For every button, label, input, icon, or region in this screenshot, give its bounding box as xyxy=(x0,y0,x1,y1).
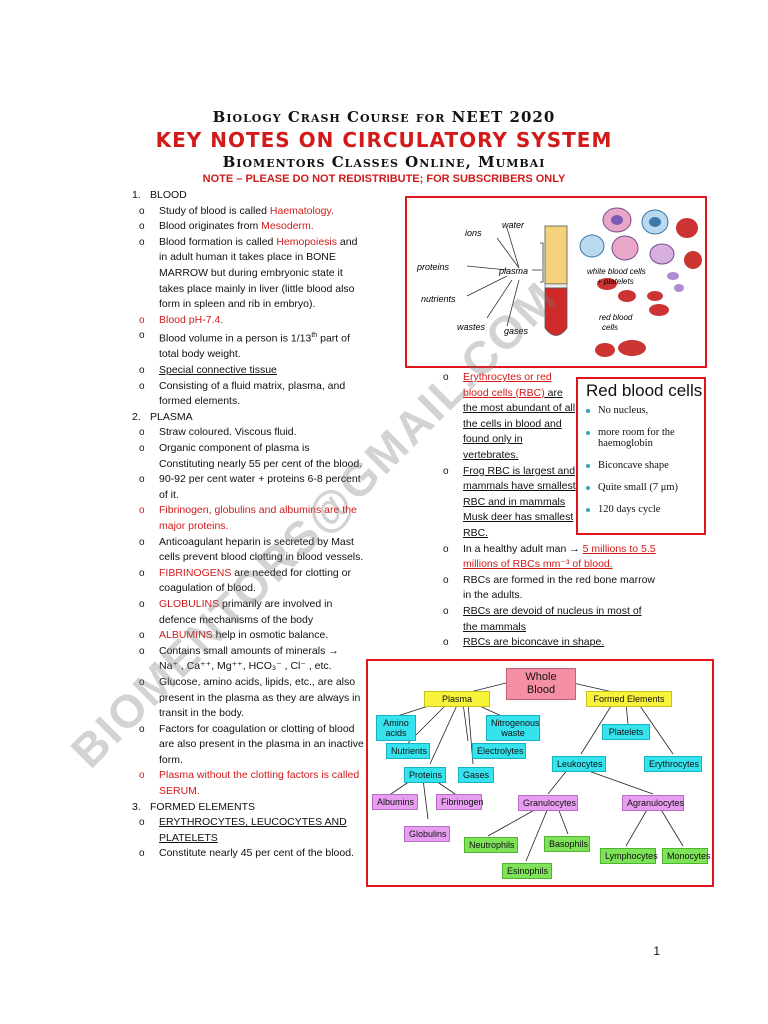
list-item: Biconcave shape xyxy=(584,460,704,471)
list-item: Straw coloured. Viscous fluid. xyxy=(132,425,364,441)
rbc-label-2: cells xyxy=(602,323,618,332)
node-esinophils: Esinophils xyxy=(502,863,552,879)
node-nutrients: Nutrients xyxy=(386,743,430,759)
list-item: Contains small amounts of minerals →Na⁺ … xyxy=(132,644,364,675)
list-item: Constitute nearly 45 per cent of the blo… xyxy=(132,846,364,862)
list-item: Special connective tissue xyxy=(132,363,364,379)
institute-name: Biomentors Classes Online, Mumbai xyxy=(222,153,546,171)
list-item: RBCs are devoid of nucleus in most of th… xyxy=(436,604,656,635)
list-item: Blood formation is called Hemopoiesis an… xyxy=(132,235,364,313)
node-electrolytes: Electrolytes xyxy=(472,743,526,759)
blood-composition-figure: ions water proteins plasma nutrients was… xyxy=(405,196,707,368)
list-item: Blood pH-7.4. xyxy=(132,313,364,329)
node-gases: Gases xyxy=(458,767,494,783)
ions-label: ions xyxy=(465,228,482,238)
node-leukocytes: Leukocytes xyxy=(552,756,606,772)
list-item: Fibrinogen, globulins and albumins are t… xyxy=(132,503,364,534)
right-column: Erythrocytes or red blood cells (RBC) ar… xyxy=(436,370,656,651)
list-item: Blood volume in a person is 1/13th part … xyxy=(132,328,364,363)
node-whole-blood: Whole Blood xyxy=(506,668,576,700)
node-platelets: Platelets xyxy=(602,724,650,740)
node-granulocytes: Granulocytes xyxy=(518,795,578,811)
list-item: 120 days cycle xyxy=(584,504,704,515)
list-item: Erythrocytes or red blood cells (RBC) ar… xyxy=(436,370,578,464)
rbc-box-title: Red blood cells xyxy=(586,381,703,400)
list-item: Plasma without the clotting factors is c… xyxy=(132,768,364,799)
whole-blood-diagram: Whole Blood Plasma Formed Elements Amino… xyxy=(366,659,714,887)
list-item: RBCs are biconcave in shape. xyxy=(436,635,656,651)
page-number: 1 xyxy=(653,944,660,958)
list-item: 90-92 per cent water + proteins 6-8 perc… xyxy=(132,472,364,503)
course-title: Biology Crash Course for NEET 2020 xyxy=(212,108,556,126)
water-label: water xyxy=(502,220,525,230)
node-formed-elements: Formed Elements xyxy=(586,691,672,707)
node-plasma: Plasma xyxy=(424,691,490,707)
rbc-facts-list: No nucleus, more room for the haemoglobi… xyxy=(578,405,704,515)
section-blood-heading: 1.BLOOD xyxy=(132,189,187,201)
node-lymphocytes: Lymphocytes xyxy=(600,848,658,864)
wastes-label: wastes xyxy=(457,322,486,332)
list-item: Consisting of a fluid matrix, plasma, an… xyxy=(132,379,364,410)
node-globulins: Globulins xyxy=(404,826,450,842)
list-item: ERYTHROCYTES, LEUCOCYTES AND PLATELETS xyxy=(132,815,364,846)
node-fibrinogen: Fibrinogen xyxy=(436,794,484,810)
list-item: GLOBULINS primarily are involved in defe… xyxy=(132,597,364,628)
document-title: KEY NOTES ON CIRCULATORY SYSTEM xyxy=(155,128,613,152)
blood-composition-illustration: ions water proteins plasma nutrients was… xyxy=(416,207,702,357)
rbc-facts-box: Red blood cells No nucleus, more room fo… xyxy=(576,377,706,535)
list-item: Factors for coagulation or clotting of b… xyxy=(132,722,364,769)
wbc-label: white blood cells xyxy=(587,267,646,276)
proteins-label: proteins xyxy=(416,262,450,272)
test-tube-icon xyxy=(540,225,568,336)
list-item: ALBUMINS help in osmotic balance. xyxy=(132,628,364,644)
node-basophils: Basophils xyxy=(544,836,590,852)
list-item: Quite small (7 μm) xyxy=(584,482,704,493)
node-nitrogenous-waste: Nitrogenous waste xyxy=(486,715,540,741)
node-monocytes: Monocytes xyxy=(662,848,711,864)
node-albumins: Albumins xyxy=(372,794,418,810)
list-item: Frog RBC is largest and mammals have sma… xyxy=(436,464,578,542)
nutrients-label: nutrients xyxy=(421,294,456,304)
rbc-label: red blood xyxy=(599,313,633,322)
distribution-note: NOTE – PLEASE DO NOT REDISTRIBUTE; FOR S… xyxy=(202,173,566,185)
plasma-label: plasma xyxy=(498,266,528,276)
gases-label: gases xyxy=(504,326,529,336)
list-item: No nucleus, xyxy=(584,405,704,416)
list-item: Blood originates from Mesoderm. xyxy=(132,219,364,235)
node-erythrocytes: Erythrocytes xyxy=(644,756,702,772)
list-item: RBCs are formed in the red bone marrow i… xyxy=(436,573,656,604)
rbc-list: Erythrocytes or red blood cells (RBC) ar… xyxy=(436,370,656,651)
plasma-list: Straw coloured. Viscous fluid. Organic c… xyxy=(132,425,364,799)
blood-list: Study of blood is called Haematology. Bl… xyxy=(132,204,364,410)
left-column: 1.BLOOD Study of blood is called Haemato… xyxy=(132,188,364,862)
list-item: FIBRINOGENS are needed for clotting or c… xyxy=(132,566,364,597)
section-plasma-heading: 2.PLASMA xyxy=(132,410,193,423)
node-neutrophils: Neutrophils xyxy=(464,837,518,853)
section-formed-heading: 3.FORMED ELEMENTS xyxy=(132,800,256,813)
formed-list: ERYTHROCYTES, LEUCOCYTES AND PLATELETS C… xyxy=(132,815,364,862)
list-item: Anticoagulant heparin is secreted by Mas… xyxy=(132,535,364,566)
node-amino-acids: Amino acids xyxy=(376,715,416,741)
platelets-label: + platelets xyxy=(597,277,634,286)
list-item: Organic component of plasma is Constitut… xyxy=(132,441,364,472)
blood-cells-icon xyxy=(579,207,702,357)
node-agranulocytes: Agranulocytes xyxy=(622,795,684,811)
list-item: more room for the haemoglobin xyxy=(584,427,704,449)
list-item: Study of blood is called Haematology. xyxy=(132,204,364,220)
list-item: Glucose, amino acids, lipids, etc., are … xyxy=(132,675,364,722)
list-item: In a healthy adult man → 5 millions to 5… xyxy=(436,542,656,573)
node-proteins: Proteins xyxy=(404,767,446,783)
